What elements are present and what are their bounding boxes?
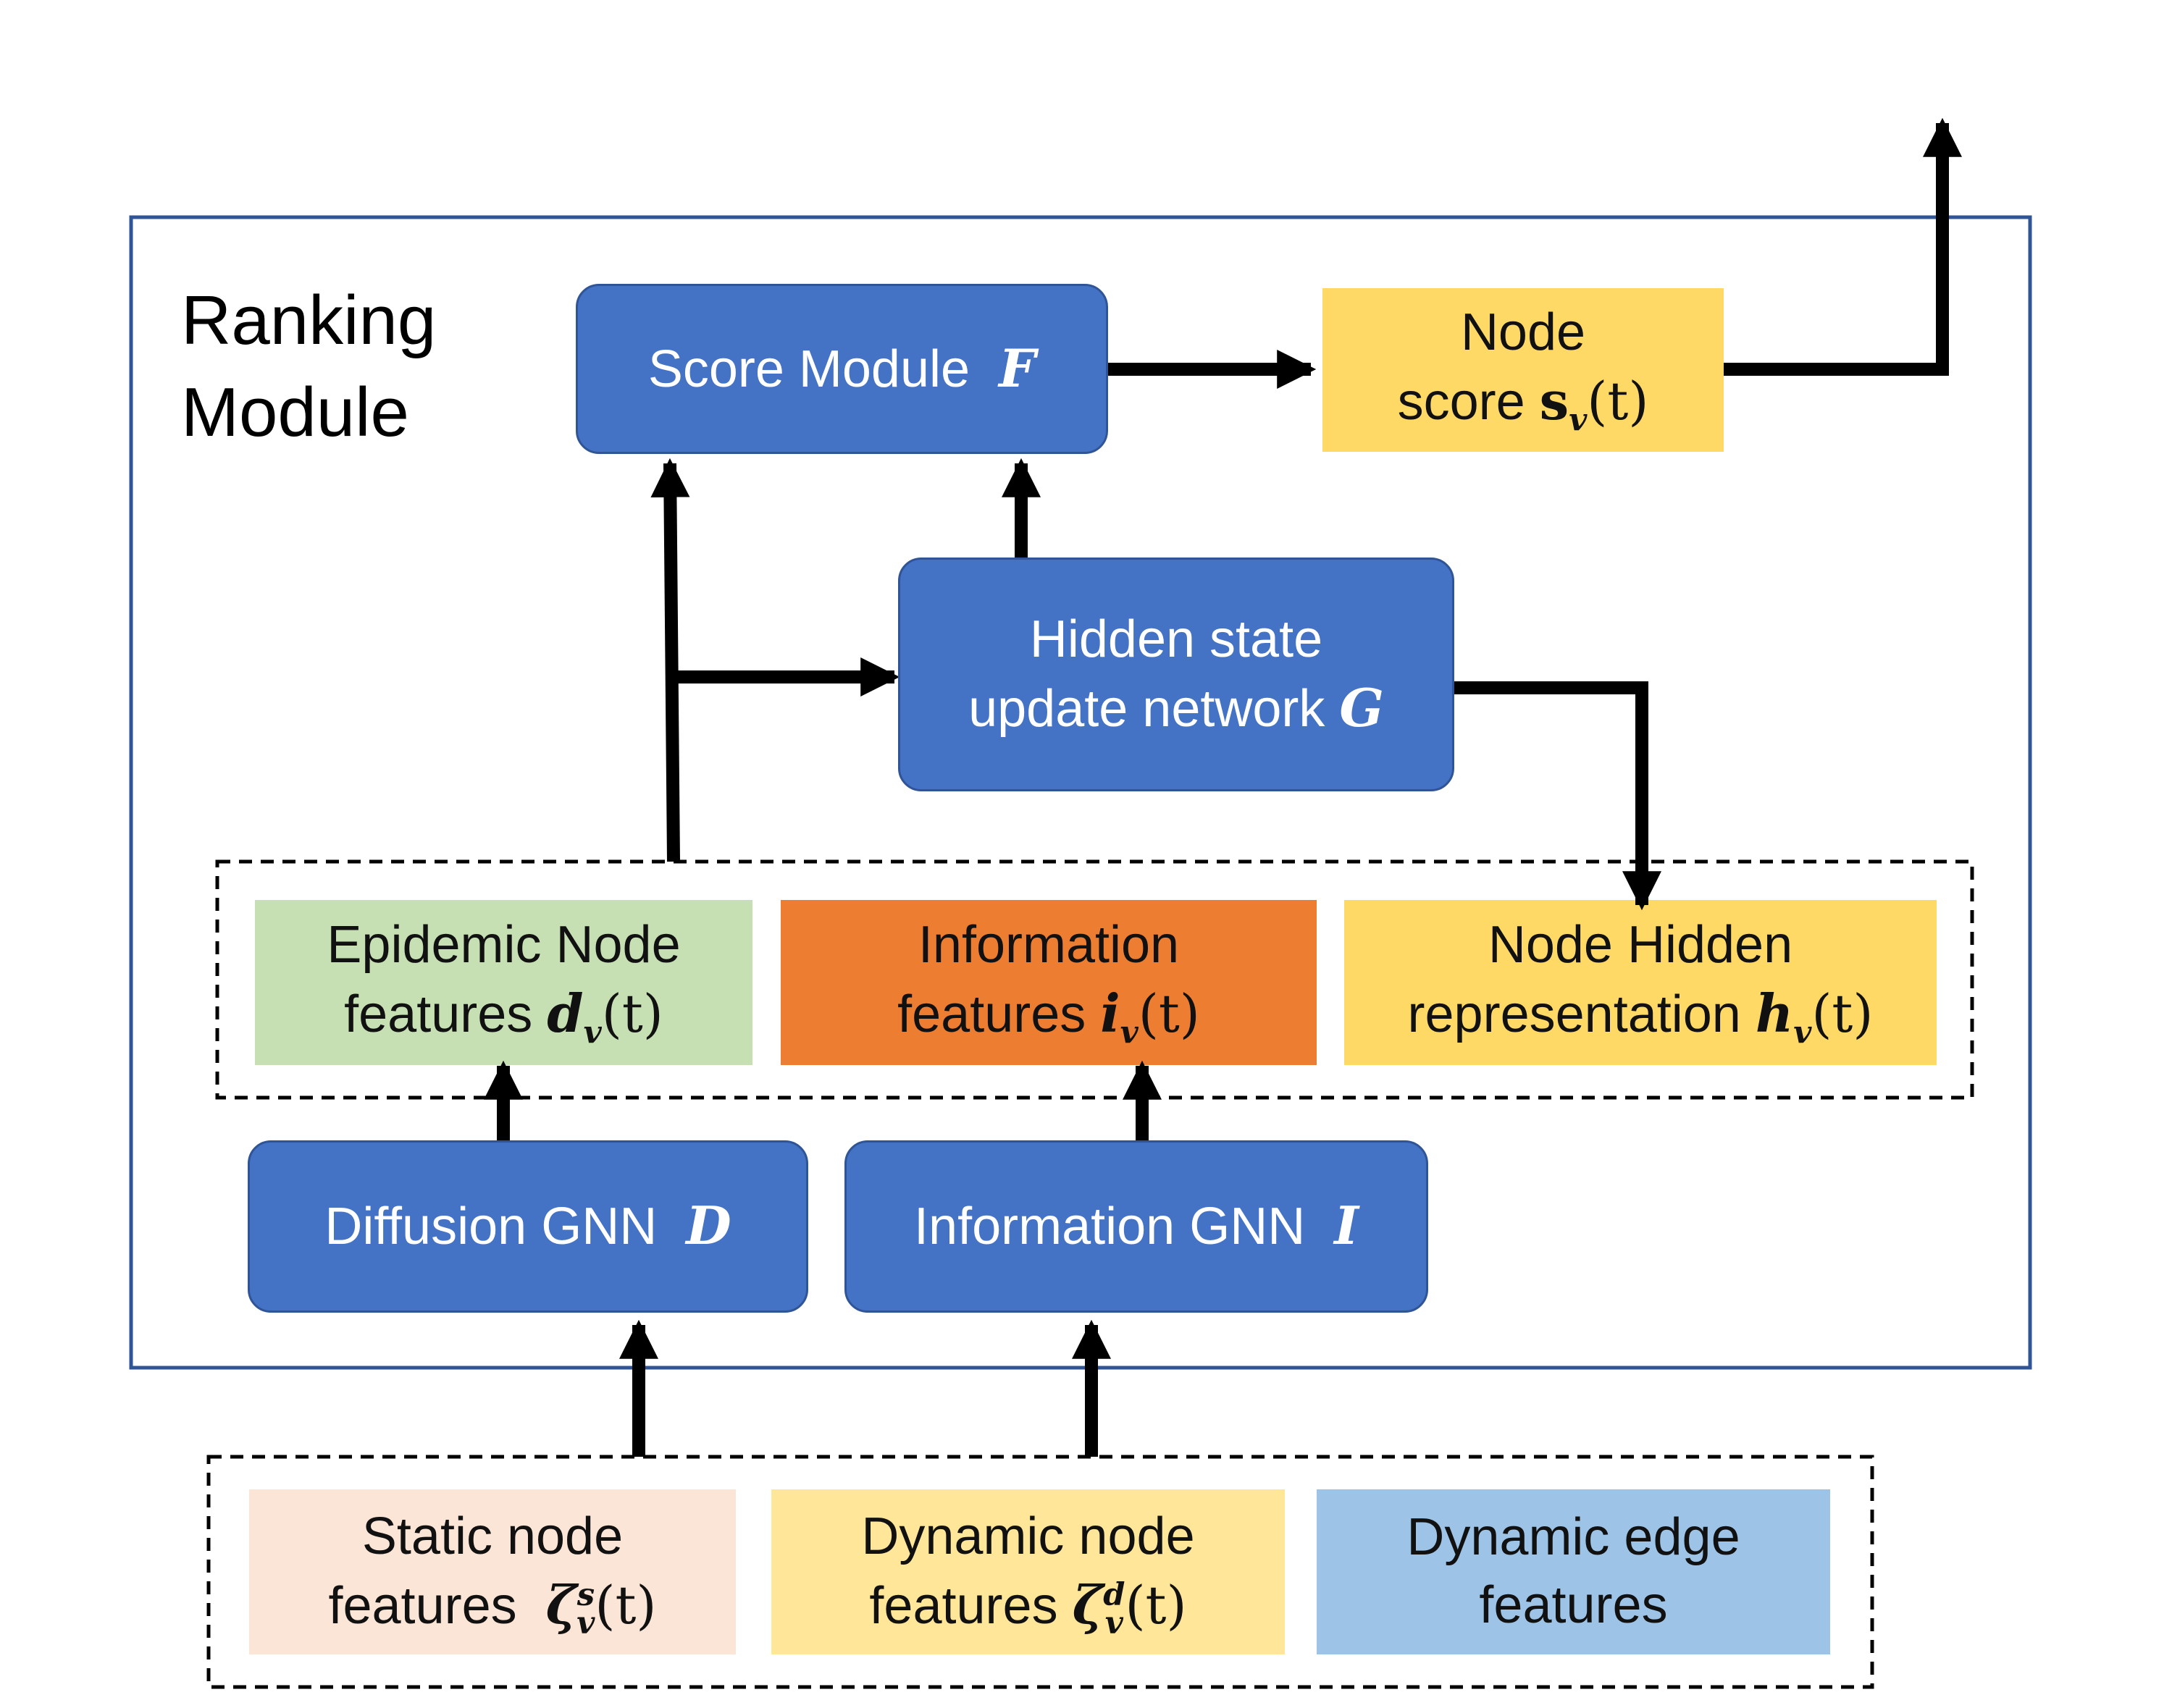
static-node-arg: (t) xyxy=(595,1575,657,1636)
dynamic-node-arg: (t) xyxy=(1125,1575,1187,1636)
epidemic-symbol: d xyxy=(547,983,584,1045)
feature-group-frame xyxy=(215,859,1974,1100)
static-node-subscript: v xyxy=(576,1604,595,1641)
hidden-state-network: Hidden state update network G xyxy=(898,558,1454,791)
epidemic-subscript: v xyxy=(583,1014,602,1051)
information-features-box xyxy=(781,900,1317,1065)
node-hidden-arg: (t) xyxy=(1811,983,1874,1045)
dynamic-edge-box xyxy=(1317,1489,1830,1654)
hidden-state-line2: update network xyxy=(968,679,1325,738)
dynamic-node-symbol: ζ xyxy=(1072,1574,1104,1636)
information-symbol: i xyxy=(1100,983,1120,1045)
dynamic-node-subscript: v xyxy=(1104,1604,1123,1641)
input-group-frame xyxy=(206,1455,1874,1689)
arrow-nodescore-output xyxy=(1724,117,1962,376)
ranking-title-line1: Ranking xyxy=(181,282,437,359)
epidemic-features: Epidemic Node features dv(t) xyxy=(255,900,752,1065)
static-node-line1: Static node xyxy=(361,1507,624,1566)
information-gnn: Information GNN I xyxy=(844,1140,1428,1313)
node-score-subscript: v xyxy=(1569,401,1588,439)
arrow-hidden-to-noderep xyxy=(1454,681,1661,911)
diffusion-gnn-label: Diffusion GNN xyxy=(324,1198,658,1256)
static-node-symbol: ζ xyxy=(545,1574,577,1636)
diffusion-gnn-symbol: D xyxy=(686,1195,731,1257)
information-features: Information features iv(t) xyxy=(781,900,1317,1065)
score-module-label: Score Module xyxy=(647,340,970,398)
node-score-line1: Node xyxy=(1460,303,1586,362)
information-line2: features xyxy=(897,985,1086,1044)
static-node-box xyxy=(249,1489,736,1654)
node-score-arg: (t) xyxy=(1587,371,1649,432)
dynamic-edge-line2: features xyxy=(1479,1576,1668,1634)
dynamic-node-superscript: d xyxy=(1103,1576,1125,1614)
information-line1: Information xyxy=(918,916,1180,975)
ranking-title-line2: Module xyxy=(181,373,409,451)
node-hidden-subscript: v xyxy=(1793,1014,1812,1051)
node-hidden-line1: Node Hidden xyxy=(1488,916,1793,975)
dynamic-edge-features: Dynamic edge features xyxy=(1317,1489,1830,1654)
node-hidden-representation: Node Hidden representation hv(t) xyxy=(1344,900,1937,1065)
score-module-symbol: F xyxy=(999,337,1036,399)
dynamic-node-line2: features xyxy=(869,1577,1058,1635)
node-hidden-symbol: h xyxy=(1755,983,1794,1045)
ranking-module-frame xyxy=(129,215,2032,1370)
hidden-state-line1: Hidden state xyxy=(1029,610,1323,668)
dynamic-node-line1: Dynamic node xyxy=(861,1507,1195,1566)
epidemic-arg: (t) xyxy=(601,983,663,1045)
ranking-module-title: Ranking Module xyxy=(181,275,436,458)
node-hidden-line2: representation xyxy=(1407,985,1741,1044)
epidemic-features-box xyxy=(255,900,752,1065)
dynamic-node-box xyxy=(771,1489,1285,1654)
node-hidden-box xyxy=(1344,900,1937,1065)
hidden-state-symbol: G xyxy=(1339,676,1384,739)
node-score-text: score xyxy=(1397,373,1525,432)
score-module: Score Module F xyxy=(576,284,1108,454)
information-gnn-symbol: I xyxy=(1334,1195,1359,1257)
epidemic-line2: features xyxy=(344,985,533,1044)
epidemic-line1: Epidemic Node xyxy=(327,916,681,975)
node-score-box xyxy=(1322,288,1724,452)
static-node-superscript: s xyxy=(576,1576,595,1614)
dynamic-edge-line1: Dynamic edge xyxy=(1406,1508,1740,1567)
static-node-line2: features xyxy=(328,1577,517,1635)
node-score: Node score sv(t) xyxy=(1322,288,1724,452)
node-score-symbol: s xyxy=(1539,370,1569,432)
information-arg: (t) xyxy=(1138,983,1200,1045)
information-gnn-label: Information GNN xyxy=(914,1198,1306,1256)
diffusion-gnn: Diffusion GNN D xyxy=(248,1140,808,1313)
information-subscript: v xyxy=(1120,1014,1139,1051)
arrow-features-to-score xyxy=(650,458,690,862)
